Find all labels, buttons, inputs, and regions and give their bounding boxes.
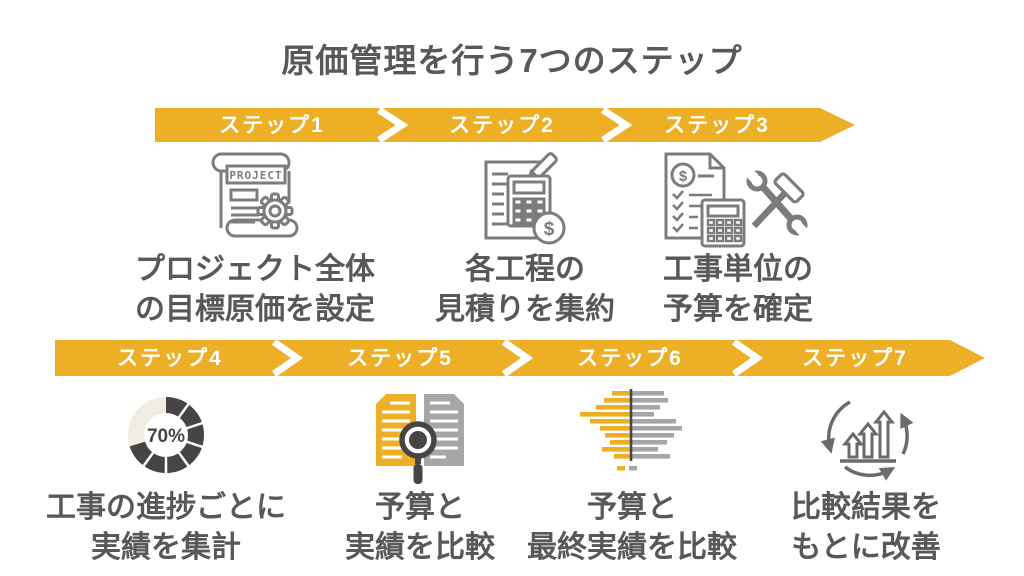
estimate-calculator-pen-icon: $ xyxy=(462,148,578,255)
banner-arrow-shape xyxy=(155,108,855,142)
project-text: PROJECT xyxy=(229,169,282,182)
project-document-gear-icon: PROJECT xyxy=(195,148,317,255)
step-banner-row-2: ステップ4 ステップ5 ステップ6 ステップ7 xyxy=(55,340,985,376)
banner-arrow-shape xyxy=(55,340,985,376)
caption-line: 比較結果を xyxy=(791,491,941,524)
compare-documents-magnifier-icon xyxy=(358,386,474,491)
caption-line: 予算と xyxy=(587,491,677,524)
butterfly-bar-chart-icon xyxy=(566,388,696,489)
step-label-7: ステップ7 xyxy=(802,346,908,370)
step-6-caption: 予算と 最終実績を比較 xyxy=(467,488,797,568)
caption-line: 各工程の xyxy=(465,253,585,286)
step-3-caption: 工事単位の 予算を確定 xyxy=(573,250,903,330)
step-2-caption: 各工程の 見積りを集約 xyxy=(360,250,690,330)
page-title: 原価管理を行う7つのステップ xyxy=(281,42,743,79)
progress-value-text: 70% xyxy=(147,426,185,447)
caption-line: 見積りを集約 xyxy=(435,293,615,326)
caption-line: 実績を集計 xyxy=(91,531,241,564)
caption-line: 予算を確定 xyxy=(663,293,813,326)
improvement-cycle-arrows-icon xyxy=(810,386,926,491)
step-label-3: ステップ3 xyxy=(664,113,770,137)
step-1-caption: プロジェクト全体 の目標原価を設定 xyxy=(90,250,420,330)
caption-line: の目標原価を設定 xyxy=(135,293,375,326)
dollar-sign-text: $ xyxy=(544,219,555,240)
progress-donut-chart-icon: 70% xyxy=(108,386,224,489)
step-banner-row-1: ステップ1 ステップ2 ステップ3 xyxy=(155,108,855,142)
caption-line: 工事の進捗ごとに xyxy=(46,491,286,524)
step-label-4: ステップ4 xyxy=(117,346,223,370)
caption-line: もとに改善 xyxy=(791,531,941,564)
step-label-6: ステップ6 xyxy=(577,346,683,370)
budget-checklist-tools-icon: $ xyxy=(650,148,812,255)
step-label-2: ステップ2 xyxy=(449,113,555,137)
caption-line: プロジェクト全体 xyxy=(135,253,375,286)
step-7-caption: 比較結果を もとに改善 xyxy=(701,488,1024,568)
caption-line: 最終実績を比較 xyxy=(527,531,737,564)
step-label-1: ステップ1 xyxy=(219,113,325,137)
step-4-caption: 工事の進捗ごとに 実績を集計 xyxy=(1,488,331,568)
caption-line: 工事単位の xyxy=(663,253,813,286)
caption-line: 実績を比較 xyxy=(345,531,495,564)
step-5-caption: 予算と 実績を比較 xyxy=(255,488,585,568)
step-label-5: ステップ5 xyxy=(347,346,453,370)
dollar-sign-text: $ xyxy=(679,168,688,185)
caption-line: 予算と xyxy=(375,491,465,524)
